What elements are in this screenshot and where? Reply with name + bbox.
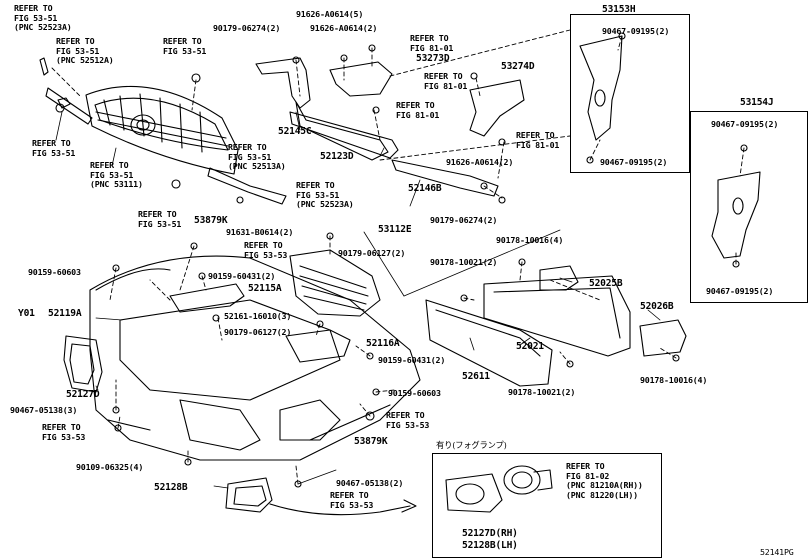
refer-to-fig-53-51-label[interactable]: REFER TO FIG 53-51 [138, 209, 182, 229]
part-number-label: 90159-60431(2) [378, 355, 446, 365]
refer-to-fig-81-01-label[interactable]: REFER TO FIG 81-01 [424, 71, 468, 91]
diagram-id: 52141PG [760, 547, 794, 557]
refer-to-fig-53-51-label[interactable]: REFER TO FIG 53-51 (PNC 52513A) [228, 142, 286, 171]
refer-to-fig-81-01-label[interactable]: REFER TO FIG 81-01 [410, 33, 454, 53]
part-number-label: 53153H [602, 4, 636, 15]
refer-to-fig-53-51-label[interactable]: REFER TO FIG 53-51 [32, 138, 76, 158]
part-number-label: 90467-09195(2) [706, 286, 774, 296]
refer-to-fig-53-51-label[interactable]: REFER TO FIG 53-51 (PNC 52523A) [296, 180, 354, 209]
part-number-label: 52116A [366, 338, 400, 349]
part-number-label: 91626-A0614(2) [446, 157, 514, 167]
bumper-cover [89, 255, 421, 461]
part-number-label: 52611 [462, 371, 490, 382]
part-number-label: 91626-A0614(5) [296, 9, 364, 19]
part-number-label: 90159-60431(2) [208, 271, 276, 281]
refer-to-fig-53-51-label[interactable]: REFER TO FIG 53-51 (PNC 52523A) [14, 3, 72, 32]
part-number-label: 90179-06274(2) [430, 215, 498, 225]
part-number-label: 90467-09195(2) [600, 157, 668, 167]
part-number-label: 53154J [740, 97, 774, 108]
part-number-label: 90179-06274(2) [213, 23, 281, 33]
part-number-label: 90467-09195(2) [711, 119, 779, 129]
refer-to-fig-53-53-label[interactable]: REFER TO FIG 53-53 [42, 422, 86, 442]
refer-to-fig-53-53-label[interactable]: REFER TO FIG 53-53 [386, 410, 430, 430]
part-number-label: 52021 [516, 341, 544, 352]
refer-to-fig-81-02-label[interactable]: REFER TO FIG 81-02 (PNC 81210A(RH)) (PNC… [566, 461, 643, 500]
part-number-label: 90178-10016(4) [640, 375, 708, 385]
part-number-label: 52119A [48, 308, 82, 319]
refer-to-fig-81-01-label[interactable]: REFER TO FIG 81-01 [396, 100, 440, 120]
part-number-label: 52115A [248, 283, 282, 294]
refer-to-fig-53-53-label[interactable]: REFER TO FIG 53-53 [244, 240, 288, 260]
part-number-label: 90159-60603 [388, 388, 441, 398]
bracket-53154j-box [690, 111, 808, 303]
part-number-label: 53879K [194, 215, 228, 226]
part-number-label: 52025B [589, 278, 623, 289]
bracket-53153h-box [570, 14, 690, 173]
part-number-label: 52128B [154, 482, 188, 493]
part-number-label: 53273D [416, 53, 450, 64]
clip-part [39, 57, 49, 76]
fog-lamp-inset-box [432, 453, 662, 558]
part-number-label: 90178-10021(2) [508, 387, 576, 397]
part-number-label: 90179-06127(2) [338, 248, 406, 258]
refer-to-fig-53-53-label[interactable]: REFER TO FIG 53-53 [330, 490, 374, 510]
part-number-label: 53879K [354, 436, 388, 447]
part-number-label: 53274D [501, 61, 535, 72]
part-number-label: 52146B [408, 183, 442, 194]
part-number-label: 53112E [378, 224, 412, 235]
part-number-label: 91626-A0614(2) [310, 23, 378, 33]
radiator-grille [85, 85, 239, 175]
part-number-label: 52026B [640, 301, 674, 312]
part-number-label: 52145C [278, 126, 312, 137]
part-number-label: 90159-60603 [28, 267, 81, 277]
refer-to-fig-53-51-label[interactable]: REFER TO FIG 53-51 [163, 36, 207, 56]
part-number-label: 90467-09195(2) [602, 26, 670, 36]
part-number-label: 52123D [320, 151, 354, 162]
part-number-label: 52161-16010(3) [224, 311, 292, 321]
part-number-label: 90467-05138(3) [10, 405, 78, 415]
part-number-label: 52128B(LH) [462, 540, 518, 551]
part-number-label: 90178-10021(2) [430, 257, 498, 267]
inset-header: 有り(フォグランプ) [436, 440, 507, 450]
part-number-label: 52127D [66, 389, 100, 400]
part-number-label: 52127D(RH) [462, 528, 518, 539]
part-number-label: 91631-B0614(2) [226, 227, 294, 237]
part-number-label: 90467-05138(2) [336, 478, 404, 488]
part-number-label: 90109-06325(4) [76, 462, 144, 472]
part-number-label: 90179-06127(2) [224, 327, 292, 337]
part-number-label: Y01 [18, 308, 35, 319]
refer-to-fig-53-51-label[interactable]: REFER TO FIG 53-51 (PNC 52512A) [56, 36, 114, 65]
refer-to-fig-81-01-label[interactable]: REFER TO FIG 81-01 [516, 130, 560, 150]
part-number-label: 90178-10016(4) [496, 235, 564, 245]
refer-to-fig-53-51-label[interactable]: REFER TO FIG 53-51 (PNC 53111) [90, 160, 143, 189]
